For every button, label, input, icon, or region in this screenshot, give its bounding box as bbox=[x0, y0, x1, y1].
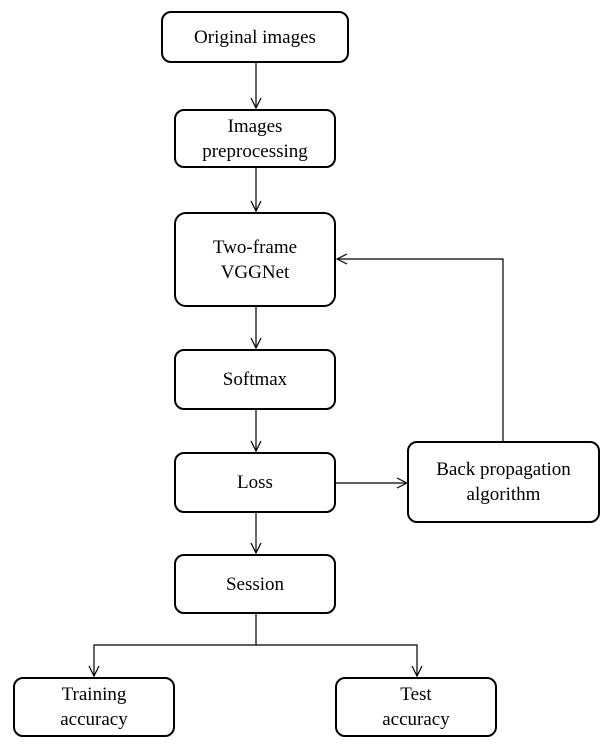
node-images-preprocessing: Images preprocessing bbox=[174, 109, 336, 168]
node-original-images: Original images bbox=[161, 11, 349, 63]
node-vggnet: Two-frame VGGNet bbox=[174, 212, 336, 307]
node-training-accuracy: Training accuracy bbox=[13, 677, 175, 737]
node-label: Training accuracy bbox=[60, 684, 128, 730]
edge-session-to-test bbox=[256, 644, 417, 676]
node-session: Session bbox=[174, 554, 336, 614]
node-label: Images preprocessing bbox=[202, 115, 308, 162]
node-label: Softmax bbox=[222, 369, 288, 390]
node-label: Two-frame VGGNet bbox=[212, 236, 298, 283]
node-label: Session bbox=[225, 573, 285, 595]
node-label: Loss bbox=[237, 472, 273, 493]
node-label: Test accuracy bbox=[382, 684, 450, 730]
node-loss: Loss bbox=[174, 452, 336, 513]
node-back-propagation: Back propagation algorithm bbox=[407, 441, 600, 523]
node-test-accuracy: Test accuracy bbox=[335, 677, 497, 737]
edge-backprop-to-vggnet bbox=[337, 259, 504, 441]
node-softmax: Softmax bbox=[174, 349, 336, 410]
edge-session-to-training bbox=[94, 614, 257, 676]
node-label: Back propagation algorithm bbox=[436, 459, 571, 505]
node-label: Original images bbox=[194, 26, 316, 48]
